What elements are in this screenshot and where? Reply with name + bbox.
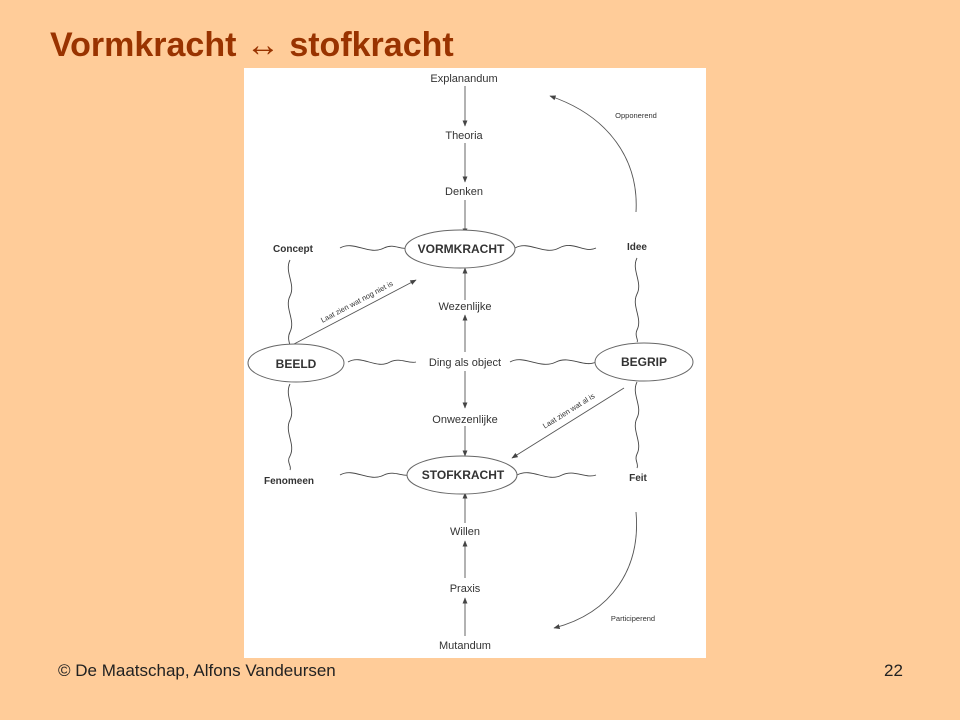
curve-opponerend [549, 95, 637, 213]
wave-begrip-feit [634, 381, 640, 469]
label-explanandum: Explanandum [430, 73, 497, 85]
wave-idee-begrip [634, 257, 640, 343]
wave-vormkracht-left [339, 245, 408, 251]
label-stofkracht: STOFKRACHT [422, 468, 505, 482]
slide-title: Vormkracht ↔ stofkracht [50, 26, 454, 64]
label-theoria: Theoria [445, 130, 483, 142]
footer-page-number: 22 [884, 661, 903, 680]
wave-ding-left [347, 359, 417, 365]
wave-ding-right [509, 359, 597, 365]
wave-vormkracht-right [514, 245, 597, 251]
horizontal-waves [339, 245, 597, 478]
label-beeld: BEELD [276, 357, 317, 371]
diagram-svg: Explanandum Theoria Denken VORMKRACHT We… [247, 73, 694, 652]
arrow-begrip-stofkracht [511, 387, 625, 459]
label-participerend: Participerend [611, 614, 655, 623]
wave-beeld-fenomeen [287, 383, 293, 471]
label-denken: Denken [445, 186, 483, 198]
label-mutandum: Mutandum [439, 640, 491, 652]
label-begrip: BEGRIP [621, 355, 667, 369]
node-vormkracht-ellipse [404, 229, 516, 269]
label-opponerend: Opponerend [615, 111, 657, 120]
label-idee: Idee [627, 242, 647, 253]
label-laat-zien-nog-niet: Laat zien wat nog niet is [319, 279, 394, 325]
wave-stofkracht-right [516, 472, 597, 478]
label-willen: Willen [450, 526, 480, 538]
curve-participerend [553, 511, 638, 630]
wave-stofkracht-left [339, 472, 411, 478]
arrow-beeld-vormkracht [293, 279, 417, 345]
wave-concept-beeld [287, 259, 293, 351]
label-fenomeen: Fenomeen [264, 476, 314, 487]
node-begrip-ellipse [594, 342, 694, 382]
diagram-figure: Explanandum Theoria Denken VORMKRACHT We… [244, 68, 706, 658]
label-concept: Concept [273, 244, 314, 255]
label-wezenlijke: Wezenlijke [439, 301, 492, 313]
label-praxis: Praxis [450, 583, 481, 595]
label-onwezenlijke: Onwezenlijke [432, 414, 497, 426]
label-vormkracht: VORMKRACHT [418, 242, 505, 256]
node-stofkracht-ellipse [406, 455, 518, 495]
vertical-waves [287, 257, 640, 471]
label-feit: Feit [629, 473, 647, 484]
footer-copyright: © De Maatschap, Alfons Vandeursen [58, 661, 336, 680]
label-ding-als-object: Ding als object [429, 357, 501, 369]
node-beeld-ellipse [247, 343, 345, 383]
